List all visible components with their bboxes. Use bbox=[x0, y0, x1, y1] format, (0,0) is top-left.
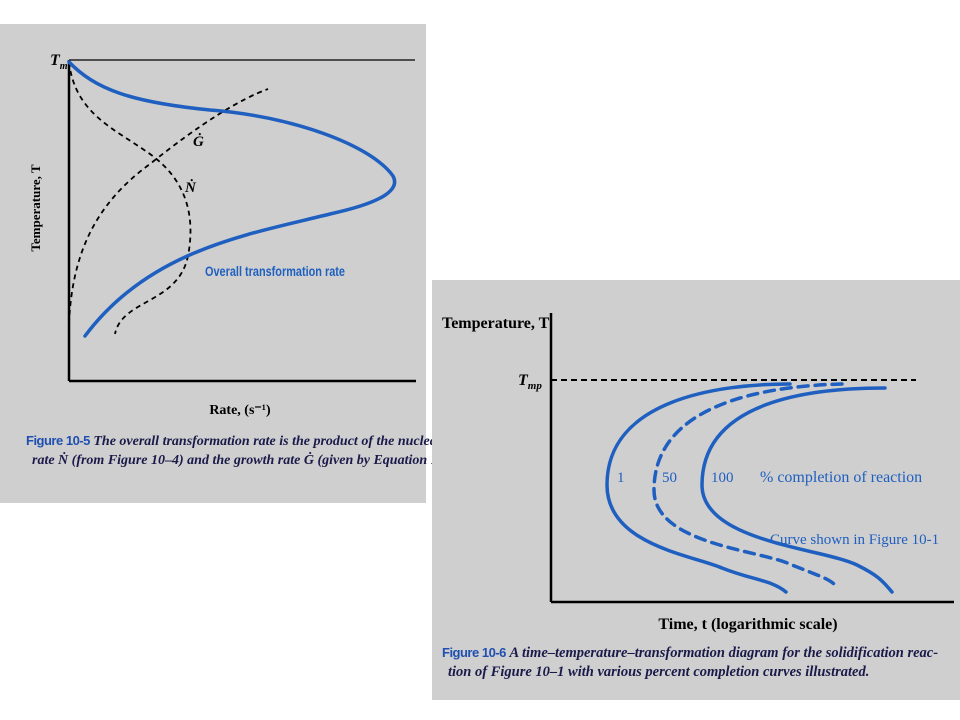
y-axis-label: Temperature, T bbox=[28, 164, 43, 251]
figure-10-6-caption: Figure 10-6 A time–temperature–transform… bbox=[442, 643, 957, 682]
figure-10-5-panel: Tm Temperature, T Ġ Ṅ Overall transfor… bbox=[0, 24, 464, 503]
figure-10-5-diagram: Tm Temperature, T Ġ Ṅ Overall transfor… bbox=[28, 52, 416, 418]
completion-label: % completion of reaction bbox=[760, 469, 922, 486]
figure-10-5-caption: Figure 10-5 The overall transformation r… bbox=[26, 431, 464, 470]
curve-shown-label: Curve shown in Figure 10-1 bbox=[770, 532, 939, 548]
caption-line-1: The overall transformation rate is the p… bbox=[93, 434, 460, 449]
g-label: Ġ bbox=[193, 133, 204, 150]
y-axis-label: Temperature, T bbox=[442, 315, 550, 332]
overall-rate-label: Overall transformation rate bbox=[205, 263, 345, 279]
nucleation-rate-curve bbox=[68, 61, 192, 335]
growth-rate-curve bbox=[68, 88, 269, 325]
caption-line-2: rate Ṅ (from Figure 10–4) and the growt… bbox=[32, 453, 464, 468]
x-axis-label: Rate, (s⁻¹) bbox=[209, 403, 271, 418]
x-axis-label: Time, t (logarithmic scale) bbox=[658, 616, 837, 633]
curve-100-percent bbox=[700, 386, 894, 594]
tm-label: Tm bbox=[50, 52, 68, 72]
curve-50-percent bbox=[652, 382, 844, 586]
overall-transformation-curve bbox=[67, 60, 397, 338]
figure-10-6-diagram: Temperature, T Tmp 1 50 100 % completion… bbox=[442, 313, 954, 633]
caption-figure-number: Figure 10-5 bbox=[26, 433, 90, 448]
caption-figure-number: Figure 10-6 bbox=[442, 645, 506, 660]
n-label: Ṅ bbox=[184, 179, 197, 196]
caption-line-1: A time–temperature–transformation diagra… bbox=[509, 645, 939, 661]
curve-100-label: 100 bbox=[711, 470, 734, 486]
caption-line-2: tion of Figure 10–1 with various percent… bbox=[448, 664, 870, 680]
curve-1-label: 1 bbox=[617, 470, 625, 486]
figure-10-6-panel: Temperature, T Tmp 1 50 100 % completion… bbox=[432, 280, 960, 700]
curve-1-percent bbox=[605, 382, 792, 594]
tmp-label: Tmp bbox=[518, 372, 542, 392]
curve-50-label: 50 bbox=[662, 470, 677, 486]
